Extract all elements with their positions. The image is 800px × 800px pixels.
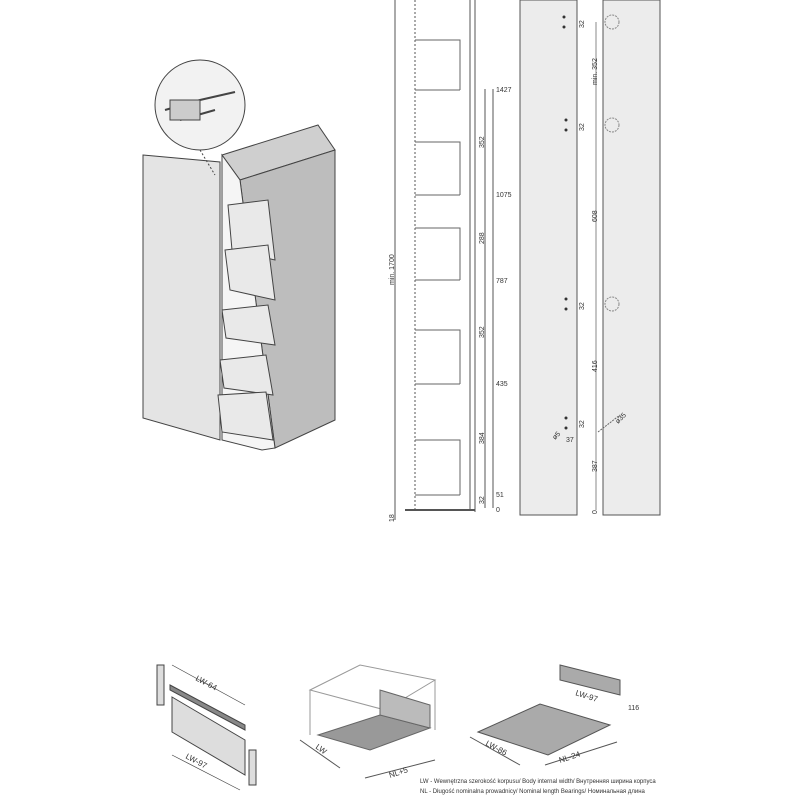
drawer-depth-label: NL+5 <box>388 765 410 780</box>
rail-label: LW-64 <box>194 674 219 693</box>
spacing-352b: 352 <box>479 326 486 338</box>
back-height-label: 116 <box>628 705 639 712</box>
rail-and-front <box>156 664 257 791</box>
height-0: 0 <box>496 507 500 514</box>
zero-mark: 0 <box>592 510 599 514</box>
spacing-min-352: min. 352 <box>592 58 599 85</box>
edge-distance: 37 <box>566 437 574 444</box>
legend-nl: NL - Długość nominalna prowadnicy/ Nomin… <box>420 789 646 795</box>
bottom-and-back-panels <box>469 664 621 766</box>
offset-32-4: 32 <box>579 420 586 428</box>
spacing-384: 384 <box>479 432 486 444</box>
offset-32-3: 32 <box>579 302 586 310</box>
spacing-608: 608 <box>592 210 599 222</box>
height-787: 787 <box>496 278 508 285</box>
total-height: min. 1700 <box>389 254 396 285</box>
small-hole-dia: ø5 <box>551 431 562 442</box>
bottom-depth-label: NL-24 <box>558 749 582 764</box>
offset-32-2: 32 <box>579 123 586 131</box>
legend-lw: LW - Wewnętrzna szerokość korpusu/ Body … <box>420 779 656 785</box>
door-drilling-view: 32 32 32 32 min. 352 608 416 387 0 ø5 ø3… <box>519 0 661 516</box>
spacing-32: 32 <box>479 496 486 504</box>
spacing-352a: 352 <box>479 136 486 148</box>
height-435: 435 <box>496 381 508 388</box>
drawers <box>217 199 276 441</box>
drawer-isometric <box>299 664 437 779</box>
height-51: 51 <box>496 492 504 499</box>
cabinet-door <box>142 154 221 441</box>
offset-32-1: 32 <box>579 20 586 28</box>
spacing-288: 288 <box>479 232 486 244</box>
spacing-387: 387 <box>592 460 599 472</box>
back-width-label: LW-97 <box>574 688 599 704</box>
drawer-profiles <box>415 39 461 496</box>
plinth-height: 18 <box>389 514 396 522</box>
cabinet-isometric <box>142 59 336 451</box>
elevation-dimensions: 1427 1075 787 435 51 0 352 288 352 384 3… <box>389 87 512 522</box>
spacing-416: 416 <box>592 360 599 372</box>
height-1075: 1075 <box>496 192 512 199</box>
height-1427: 1427 <box>496 87 512 94</box>
bottom-width-label: LW-86 <box>484 739 509 758</box>
drawer-width-label: LW <box>314 742 329 756</box>
cabinet-elevation <box>394 0 494 520</box>
